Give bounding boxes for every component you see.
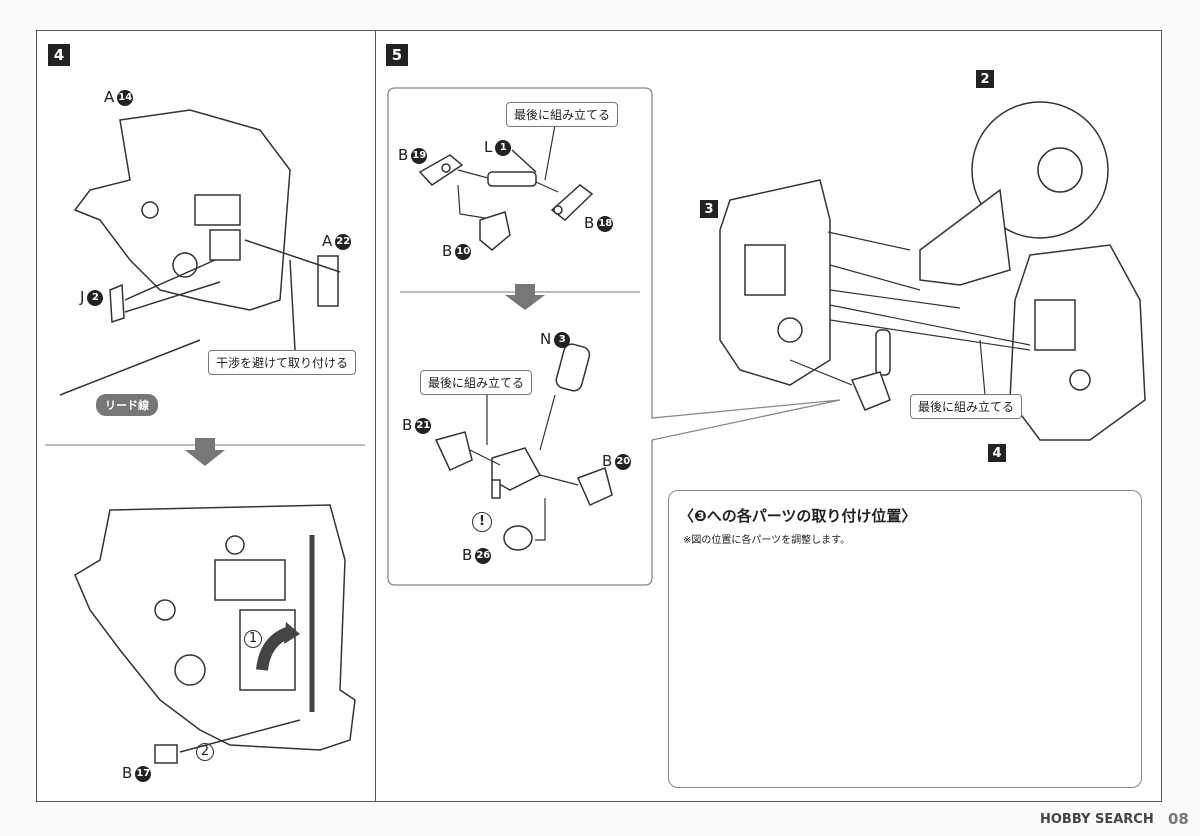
part-number-badge: 17 xyxy=(135,765,152,782)
avoid-interference-callout: 干渉を避けて取り付ける xyxy=(208,350,357,375)
part-letter: B xyxy=(398,146,409,164)
sub-step-1-marker: 1 xyxy=(244,630,262,648)
unit-label-4: 4 xyxy=(988,444,1006,462)
caution-mark: ! xyxy=(479,514,485,529)
part-letter: B xyxy=(602,452,613,470)
sub-step-number: 2 xyxy=(200,744,210,759)
part-number-badge: 18 xyxy=(597,215,614,232)
part-letter: J xyxy=(80,288,85,306)
part-number-badge: 3 xyxy=(554,331,571,348)
part-number-badge: 20 xyxy=(615,453,632,470)
part-number-badge: 10 xyxy=(455,243,472,260)
inset-title: 〈❸への各パーツの取り付け位置〉 xyxy=(679,507,917,525)
assemble-last-callout-3: 最後に組み立てる xyxy=(910,394,1023,419)
part-letter: A xyxy=(104,88,115,106)
step4-number: 4 xyxy=(48,44,70,66)
part-letter: N xyxy=(540,330,552,348)
unit-label-3: 3 xyxy=(700,200,718,218)
mounting-position-inset: 〈❸への各パーツの取り付け位置〉 ※図の位置に各パーツを調整します。 xyxy=(668,490,1142,788)
lead-wire-label: リード線 xyxy=(96,394,158,416)
part-number-badge: 26 xyxy=(475,547,492,564)
part-letter: B xyxy=(442,242,453,260)
unit-label-2: 2 xyxy=(976,70,994,88)
caution-icon: ! xyxy=(472,512,492,532)
part-letter: B xyxy=(122,764,133,782)
part-number-badge: 2 xyxy=(87,289,104,306)
part-number-badge: 21 xyxy=(415,417,432,434)
brand-watermark: HOBBY SEARCH xyxy=(1040,812,1154,827)
inset-note: ※図の位置に各パーツを調整します。 xyxy=(683,535,851,546)
part-letter: L xyxy=(484,138,493,156)
part-number-badge: 1 xyxy=(495,139,512,156)
part-letter: A xyxy=(322,232,333,250)
part-number-badge: 14 xyxy=(117,89,134,106)
step5-number: 5 xyxy=(386,44,408,66)
part-number-badge: 19 xyxy=(411,147,428,164)
part-letter: B xyxy=(584,214,595,232)
sub-step-2-marker: 2 xyxy=(196,743,214,761)
part-letter: B xyxy=(462,546,473,564)
sub-step-number: 1 xyxy=(248,631,258,646)
assemble-last-callout-1: 最後に組み立てる xyxy=(506,102,619,127)
part-letter: B xyxy=(402,416,413,434)
assemble-last-callout-2: 最後に組み立てる xyxy=(420,370,533,395)
page-number: 08 xyxy=(1168,810,1189,828)
part-number-badge: 22 xyxy=(335,233,352,250)
brand-text: HOBBY SEARCH xyxy=(1040,812,1154,827)
